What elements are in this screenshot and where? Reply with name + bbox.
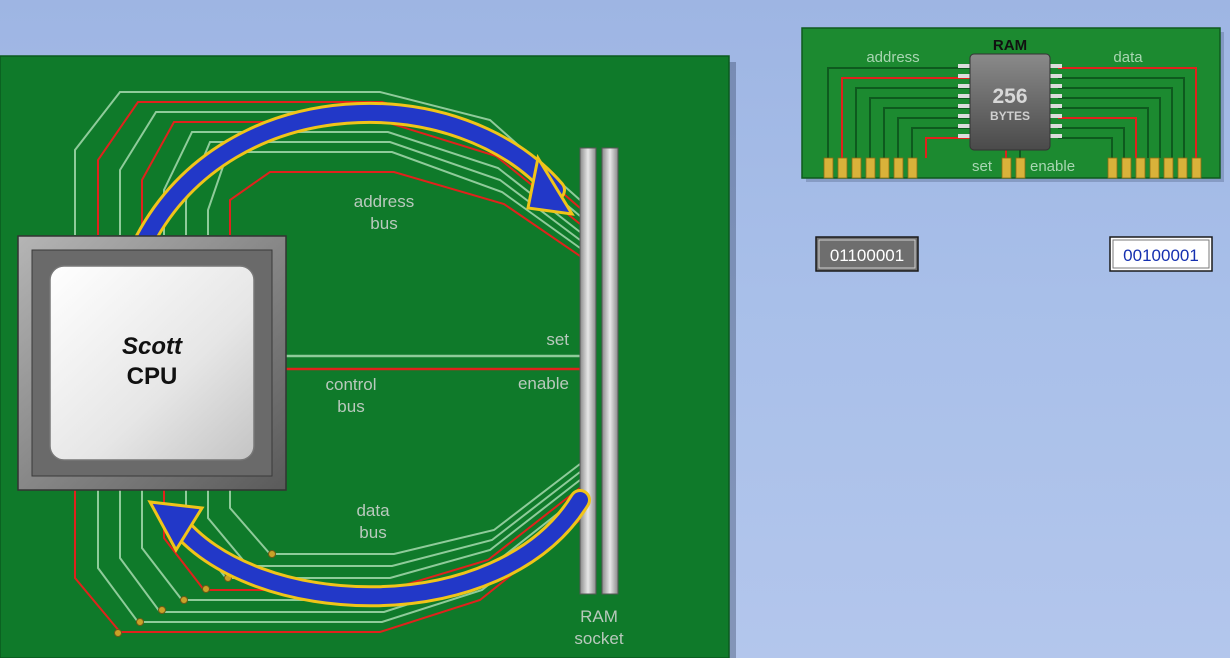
- data-arrow-head: [147, 500, 205, 553]
- ram-chip: [969, 53, 1051, 151]
- cpu-type: CPU: [127, 363, 178, 390]
- ram-socket-label-2: socket: [574, 629, 623, 648]
- ram-data-label: data: [1113, 49, 1143, 66]
- data-value-box: 00100001: [1109, 236, 1213, 272]
- motherboard: Scott CPU address bus set enable control…: [0, 55, 736, 658]
- ram-address-label: address: [866, 49, 919, 66]
- data-value: 00100001: [1123, 246, 1199, 265]
- ram-enable-label: enable: [1030, 158, 1075, 175]
- data-bus-label-2: bus: [359, 523, 386, 542]
- data-bus-label-1: data: [356, 501, 390, 520]
- ram-capacity: 256: [992, 85, 1027, 108]
- ram-unit: BYTES: [990, 109, 1030, 123]
- ram-module: RAM 256 BYTES address data set enable: [801, 27, 1224, 182]
- address-value: 01100001: [830, 246, 904, 265]
- address-bus-label-1: address: [354, 192, 414, 211]
- ram-title: RAM: [993, 37, 1027, 54]
- ram-socket: [579, 147, 619, 595]
- address-bus-label-2: bus: [370, 214, 397, 233]
- control-bus-label-2: bus: [337, 397, 364, 416]
- enable-label: enable: [518, 374, 569, 393]
- address-arrow-head: [526, 153, 575, 216]
- address-bus-arrow-fill: [137, 104, 563, 248]
- ram-socket-label-1: RAM: [580, 607, 618, 626]
- data-bus-arrow-fill: [167, 492, 588, 605]
- set-label: set: [546, 330, 569, 349]
- control-bus-label-1: control: [325, 375, 376, 394]
- cpu-name: Scott: [122, 333, 183, 360]
- ram-set-label: set: [972, 158, 993, 175]
- control-bus-traces: [285, 354, 580, 371]
- cpu-chip: Scott CPU: [17, 235, 287, 491]
- address-value-box: 01100001: [815, 236, 919, 272]
